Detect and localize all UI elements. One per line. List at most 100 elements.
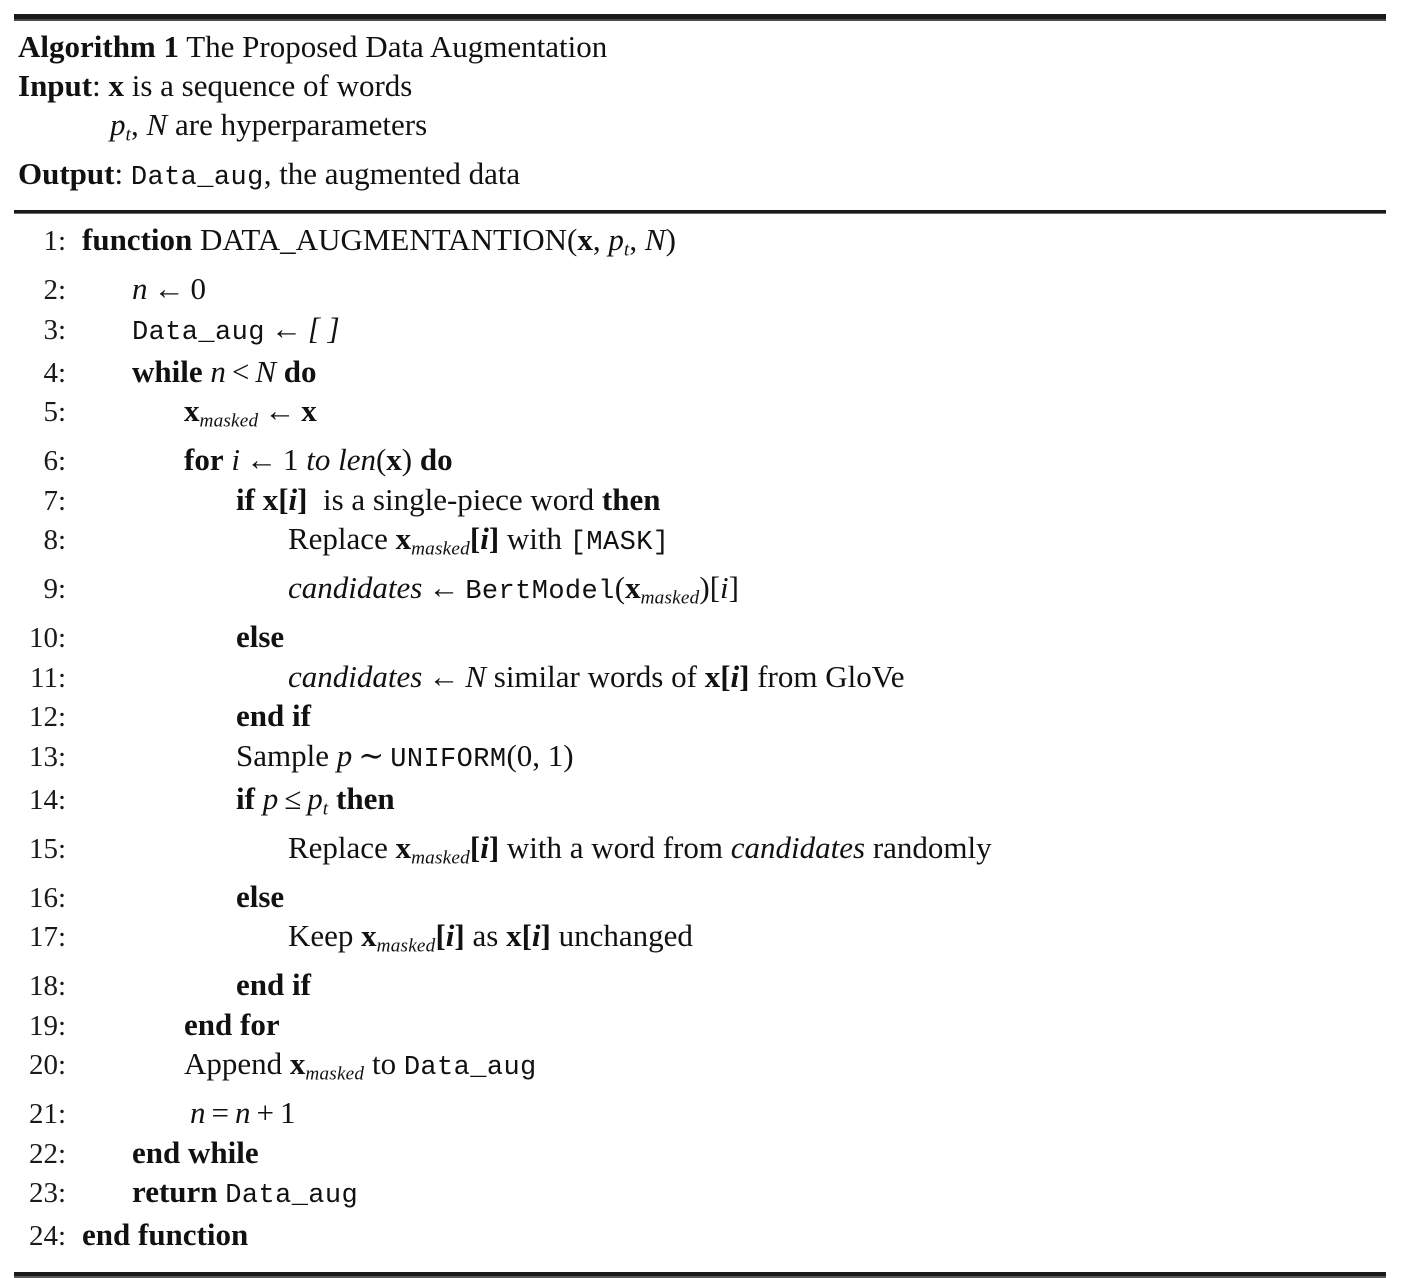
description-similar-words: similar words of: [493, 658, 697, 694]
operator-le: ≤: [284, 780, 302, 816]
hyperparameters-description: are hyperparameters: [174, 107, 428, 142]
algorithm-line: 9: candidates←BertModel(xmasked)[i]: [14, 569, 1386, 618]
input-description: is a sequence of words: [131, 68, 413, 103]
paren-close: ): [665, 222, 676, 258]
var-n: n: [210, 353, 226, 389]
var-x-masked-index: xmasked[i]: [361, 918, 465, 957]
value-one: 1: [279, 1095, 296, 1131]
line-content: Sample p∼UNIFORM(0, 1): [80, 737, 1386, 780]
line-number: 10:: [28, 622, 66, 655]
line-content: for i←1 to len(x) do: [80, 441, 1386, 480]
paren-open: (: [375, 442, 387, 478]
paren-close: ): [401, 442, 413, 478]
output-description: , the augmented data: [263, 156, 521, 192]
operator-eq: =: [211, 1095, 229, 1131]
algorithm-line: 17: Keep xmasked[i] as x[i] unchanged: [14, 917, 1386, 966]
line-number: 7:: [43, 484, 66, 517]
algorithm-line: 22: end while: [14, 1134, 1386, 1174]
var-x-masked: xmasked: [625, 570, 700, 609]
function-len: len: [338, 442, 376, 478]
var-N: N: [465, 658, 486, 694]
hyperparameters-line: pt, N are hyperparameters: [18, 105, 1386, 154]
var-x-index: x[i]: [704, 658, 750, 694]
arg-pt: pt: [608, 222, 630, 261]
hyperparameter-comma: ,: [131, 107, 139, 142]
assign-arrow: ←: [264, 393, 296, 429]
var-x-masked: xmasked: [184, 393, 259, 432]
mask-token: [MASK]: [569, 528, 670, 559]
keyword-return: return: [132, 1174, 218, 1210]
line-number: 3:: [43, 313, 66, 346]
keyword-end-while: end while: [132, 1134, 259, 1170]
line-content: Replace xmasked[i] with a word from cand…: [80, 829, 1386, 878]
var-n: n: [132, 271, 148, 307]
var-p: p: [336, 738, 353, 773]
line-number: 1:: [43, 225, 66, 258]
line-content: end if: [80, 697, 1386, 736]
assign-arrow: ←: [428, 570, 460, 606]
algorithm-title-text: The Proposed Data Augmentation: [186, 29, 608, 64]
line-number: 8:: [43, 524, 66, 557]
action-keep: Keep: [288, 918, 354, 954]
line-content: xmasked←x: [80, 392, 1386, 441]
input-variable: x: [108, 68, 124, 103]
var-data-aug: Data_aug: [225, 1181, 359, 1212]
preposition-as: as: [472, 918, 499, 954]
keyword-do: do: [419, 442, 453, 478]
var-p: p: [262, 780, 279, 816]
line-number: 19:: [28, 1009, 66, 1042]
preposition-to: to: [371, 1046, 397, 1082]
line-content: Replace xmasked[i] with [MASK]: [80, 520, 1386, 569]
keyword-end-if: end if: [236, 967, 311, 1003]
line-content: function DATA_AUGMENTANTION(x, pt, N): [80, 221, 1386, 270]
arg-comma-2: ,: [629, 222, 638, 258]
var-n: n: [190, 1095, 206, 1131]
algorithm-body: 1: function DATA_AUGMENTANTION(x, pt, N)…: [14, 214, 1386, 1259]
algorithm-header: Algorithm 1 The Proposed Data Augmentati…: [14, 21, 1386, 200]
line-number: 4:: [43, 356, 66, 389]
action-append: Append: [184, 1046, 283, 1082]
empty-list: [ ]: [307, 310, 340, 346]
line-content: n=n+1: [80, 1094, 1386, 1133]
line-content: if x[i] is a single-piece word then: [80, 481, 1386, 520]
var-data-aug: Data_aug: [132, 317, 265, 348]
algorithm-line: 8: Replace xmasked[i] with [MASK]: [14, 520, 1386, 569]
line-content: candidates←BertModel(xmasked)[i]: [80, 569, 1386, 618]
line-number: 23:: [28, 1177, 66, 1210]
algorithm-line: 24: end function: [14, 1216, 1386, 1256]
line-content: end if: [80, 966, 1386, 1005]
var-x-index: x[i]: [506, 918, 551, 954]
line-number: 14:: [28, 783, 66, 816]
keyword-if: if: [236, 780, 255, 816]
operator-distributed-as: ∼: [358, 738, 385, 773]
output-colon: :: [114, 156, 124, 192]
line-content: end while: [80, 1134, 1386, 1173]
algorithm-line: 7: if x[i] is a single-piece word then: [14, 481, 1386, 521]
keyword-do: do: [283, 353, 317, 389]
bracket-open: [: [709, 570, 721, 606]
line-number: 6:: [43, 445, 66, 478]
keyword-then: then: [336, 780, 395, 816]
line-content: Keep xmasked[i] as x[i] unchanged: [80, 917, 1386, 966]
keyword-end-function: end function: [82, 1217, 249, 1253]
var-candidates: candidates: [288, 658, 423, 694]
line-content: else: [80, 878, 1386, 917]
algorithm-line: 3: Data_aug←[ ]: [14, 310, 1386, 353]
var-candidates: candidates: [288, 570, 423, 606]
value-zero: 0: [190, 271, 207, 307]
line-number: 13:: [28, 741, 66, 773]
keyword-else: else: [236, 878, 285, 914]
line-number: 11:: [30, 661, 66, 694]
arg-x: x: [577, 222, 593, 258]
algorithm-title: Algorithm 1 The Proposed Data Augmentati…: [18, 27, 1386, 66]
algorithm-line: 12: end if: [14, 697, 1386, 737]
line-number: 2:: [43, 274, 66, 307]
keyword-else: else: [236, 619, 285, 655]
bracket-close: ]: [728, 570, 739, 606]
line-content: candidates←N similar words of x[i] from …: [80, 658, 1386, 697]
line-content: end for: [80, 1006, 1386, 1045]
rule-bottom: [14, 1271, 1386, 1278]
var-pt: pt: [307, 780, 329, 819]
embedding-glove: GloVe: [825, 658, 905, 694]
arg-comma-1: ,: [592, 222, 601, 258]
